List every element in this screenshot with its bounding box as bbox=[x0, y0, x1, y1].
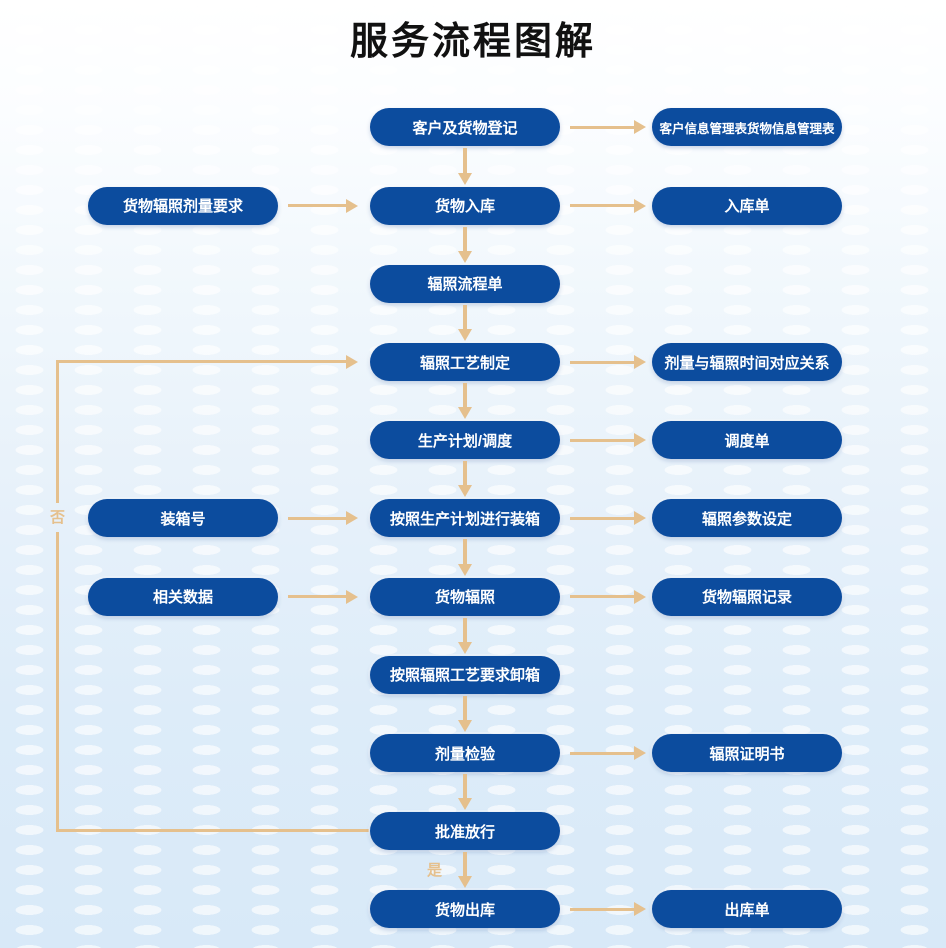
arrow-right-icon bbox=[570, 354, 646, 370]
arrow-down-icon bbox=[457, 148, 473, 185]
arrow-part bbox=[346, 198, 358, 213]
arrow-part bbox=[288, 516, 347, 520]
arrow-down-icon bbox=[457, 461, 473, 498]
arrow-part bbox=[458, 172, 472, 185]
arrow-part bbox=[458, 641, 472, 654]
arrow-part bbox=[463, 304, 467, 330]
arrow-part bbox=[463, 852, 467, 878]
arrow-down-icon bbox=[457, 304, 473, 341]
arrow-down-icon bbox=[457, 852, 473, 889]
input-data-pill: 相关数据 bbox=[88, 577, 278, 616]
feedback-line-bottom bbox=[56, 829, 369, 832]
arrow-part bbox=[634, 746, 646, 760]
flow-step-pill: 货物出库 bbox=[370, 890, 560, 929]
flow-step-pill: 辐照流程单 bbox=[370, 264, 560, 303]
arrow-part bbox=[570, 907, 635, 911]
arrow-part bbox=[463, 383, 467, 409]
arrow-part bbox=[288, 204, 347, 208]
arrow-part bbox=[463, 148, 467, 174]
arrow-part bbox=[458, 563, 472, 576]
arrow-part bbox=[463, 695, 467, 721]
arrow-part bbox=[288, 595, 347, 599]
output-doc-pill: 客户信息管理表货物信息管理表 bbox=[652, 108, 842, 147]
flow-step-pill: 客户及货物登记 bbox=[370, 108, 560, 147]
arrow-down-icon bbox=[457, 617, 473, 654]
flow-step-pill: 批准放行 bbox=[370, 812, 560, 851]
arrow-down-icon bbox=[457, 539, 473, 576]
flow-step-pill: 货物入库 bbox=[370, 186, 560, 225]
arrow-part bbox=[570, 751, 635, 755]
arrow-right-icon bbox=[570, 198, 646, 214]
arrow-part bbox=[463, 539, 467, 565]
arrow-part bbox=[463, 617, 467, 643]
arrow-down-icon bbox=[457, 695, 473, 732]
feedback-arrowhead-icon bbox=[346, 354, 358, 369]
arrow-right-icon bbox=[570, 510, 646, 526]
output-doc-pill: 货物辐照记录 bbox=[652, 577, 842, 616]
arrow-right-icon bbox=[288, 510, 358, 526]
flow-step-pill: 货物辐照 bbox=[370, 577, 560, 616]
arrow-part bbox=[463, 774, 467, 800]
output-doc-pill: 调度单 bbox=[652, 421, 842, 460]
arrow-part bbox=[570, 125, 635, 129]
input-data-pill: 货物辐照剂量要求 bbox=[88, 186, 278, 225]
flow-step-pill: 辐照工艺制定 bbox=[370, 343, 560, 381]
feedback-line-vertical-lower bbox=[56, 532, 59, 831]
arrow-part bbox=[346, 511, 358, 526]
arrow-part bbox=[634, 433, 646, 448]
output-doc-pill: 入库单 bbox=[652, 186, 842, 225]
arrow-part bbox=[570, 595, 635, 599]
arrow-part bbox=[458, 876, 472, 889]
arrow-part bbox=[458, 407, 472, 420]
output-doc-pill: 辐照参数设定 bbox=[652, 499, 842, 538]
feedback-line-top bbox=[56, 360, 346, 363]
arrow-part bbox=[634, 120, 646, 135]
arrow-part bbox=[458, 798, 472, 811]
flow-step-pill: 生产计划/调度 bbox=[370, 421, 560, 460]
page-title: 服务流程图解 bbox=[349, 21, 596, 63]
arrow-part bbox=[463, 226, 467, 252]
arrow-part bbox=[346, 589, 358, 604]
output-doc-pill: 出库单 bbox=[652, 890, 842, 929]
arrow-right-icon bbox=[570, 589, 646, 605]
output-doc-pill: 辐照证明书 bbox=[652, 734, 842, 772]
arrow-right-icon bbox=[288, 589, 358, 605]
arrow-part bbox=[634, 902, 646, 917]
arrow-down-icon bbox=[457, 226, 473, 263]
feedback-line-vertical-upper bbox=[56, 361, 59, 503]
arrow-down-icon bbox=[457, 774, 473, 811]
arrow-right-icon bbox=[570, 119, 646, 135]
arrow-part bbox=[570, 438, 635, 442]
branch-label-no: 否 bbox=[50, 509, 66, 526]
arrow-part bbox=[458, 485, 472, 498]
arrow-part bbox=[634, 589, 646, 604]
arrow-right-icon bbox=[570, 745, 646, 761]
input-data-pill: 装箱号 bbox=[88, 499, 278, 538]
arrow-part bbox=[570, 360, 635, 364]
branch-label-yes: 是 bbox=[427, 862, 443, 879]
arrow-right-icon bbox=[288, 198, 358, 214]
arrow-part bbox=[458, 250, 472, 263]
arrow-right-icon bbox=[570, 432, 646, 448]
arrow-down-icon bbox=[457, 383, 473, 420]
arrow-part bbox=[634, 511, 646, 526]
flow-step-pill: 剂量检验 bbox=[370, 734, 560, 772]
arrow-part bbox=[570, 204, 635, 208]
flow-step-pill: 按照辐照工艺要求卸箱 bbox=[370, 655, 560, 694]
arrow-part bbox=[458, 328, 472, 341]
arrow-part bbox=[458, 719, 472, 732]
arrow-part bbox=[634, 198, 646, 213]
output-doc-pill: 剂量与辐照时间对应关系 bbox=[652, 343, 842, 381]
arrow-part bbox=[463, 461, 467, 487]
arrow-part bbox=[634, 355, 646, 369]
flow-step-pill: 按照生产计划进行装箱 bbox=[370, 499, 560, 538]
arrow-right-icon bbox=[570, 901, 646, 917]
arrow-part bbox=[570, 516, 635, 520]
